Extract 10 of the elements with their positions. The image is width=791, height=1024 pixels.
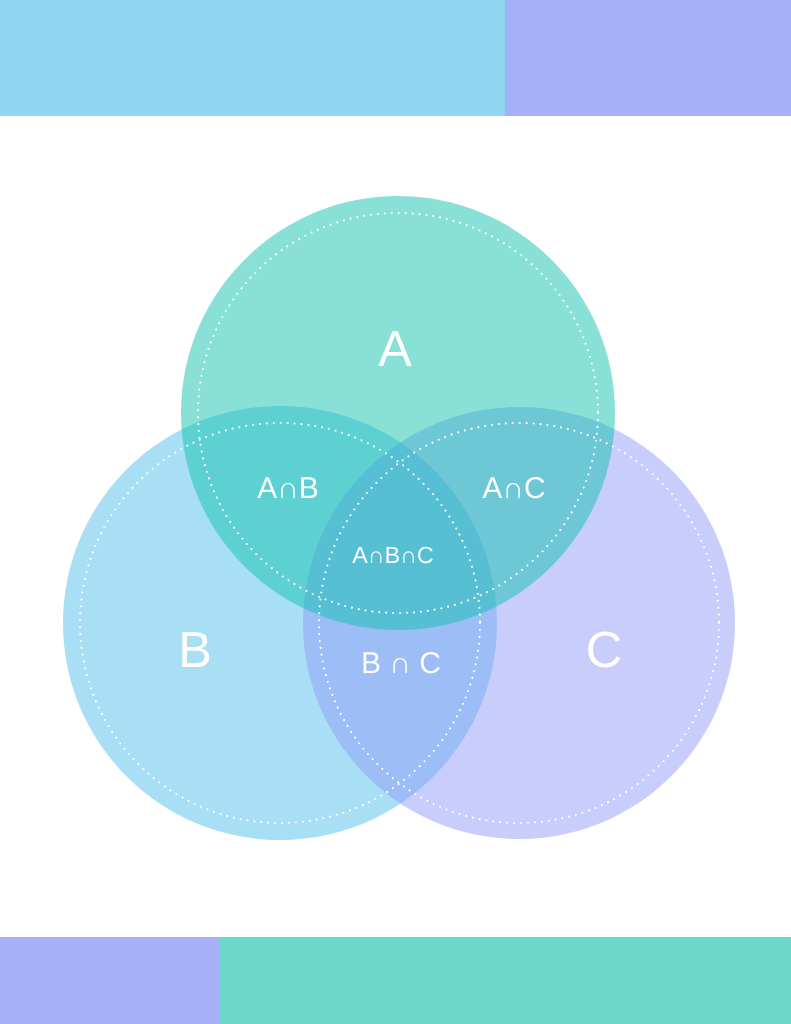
band <box>0 0 505 116</box>
region-label: B ∩ C <box>363 652 440 674</box>
band <box>505 0 791 116</box>
band <box>0 937 219 1024</box>
circle-label: A <box>378 331 412 366</box>
region-label: A∩B <box>257 477 318 499</box>
band <box>219 937 791 1024</box>
region-label: A∩B∩C <box>352 546 433 564</box>
circle-label: B <box>182 632 210 667</box>
region-label: A∩C <box>482 477 545 499</box>
